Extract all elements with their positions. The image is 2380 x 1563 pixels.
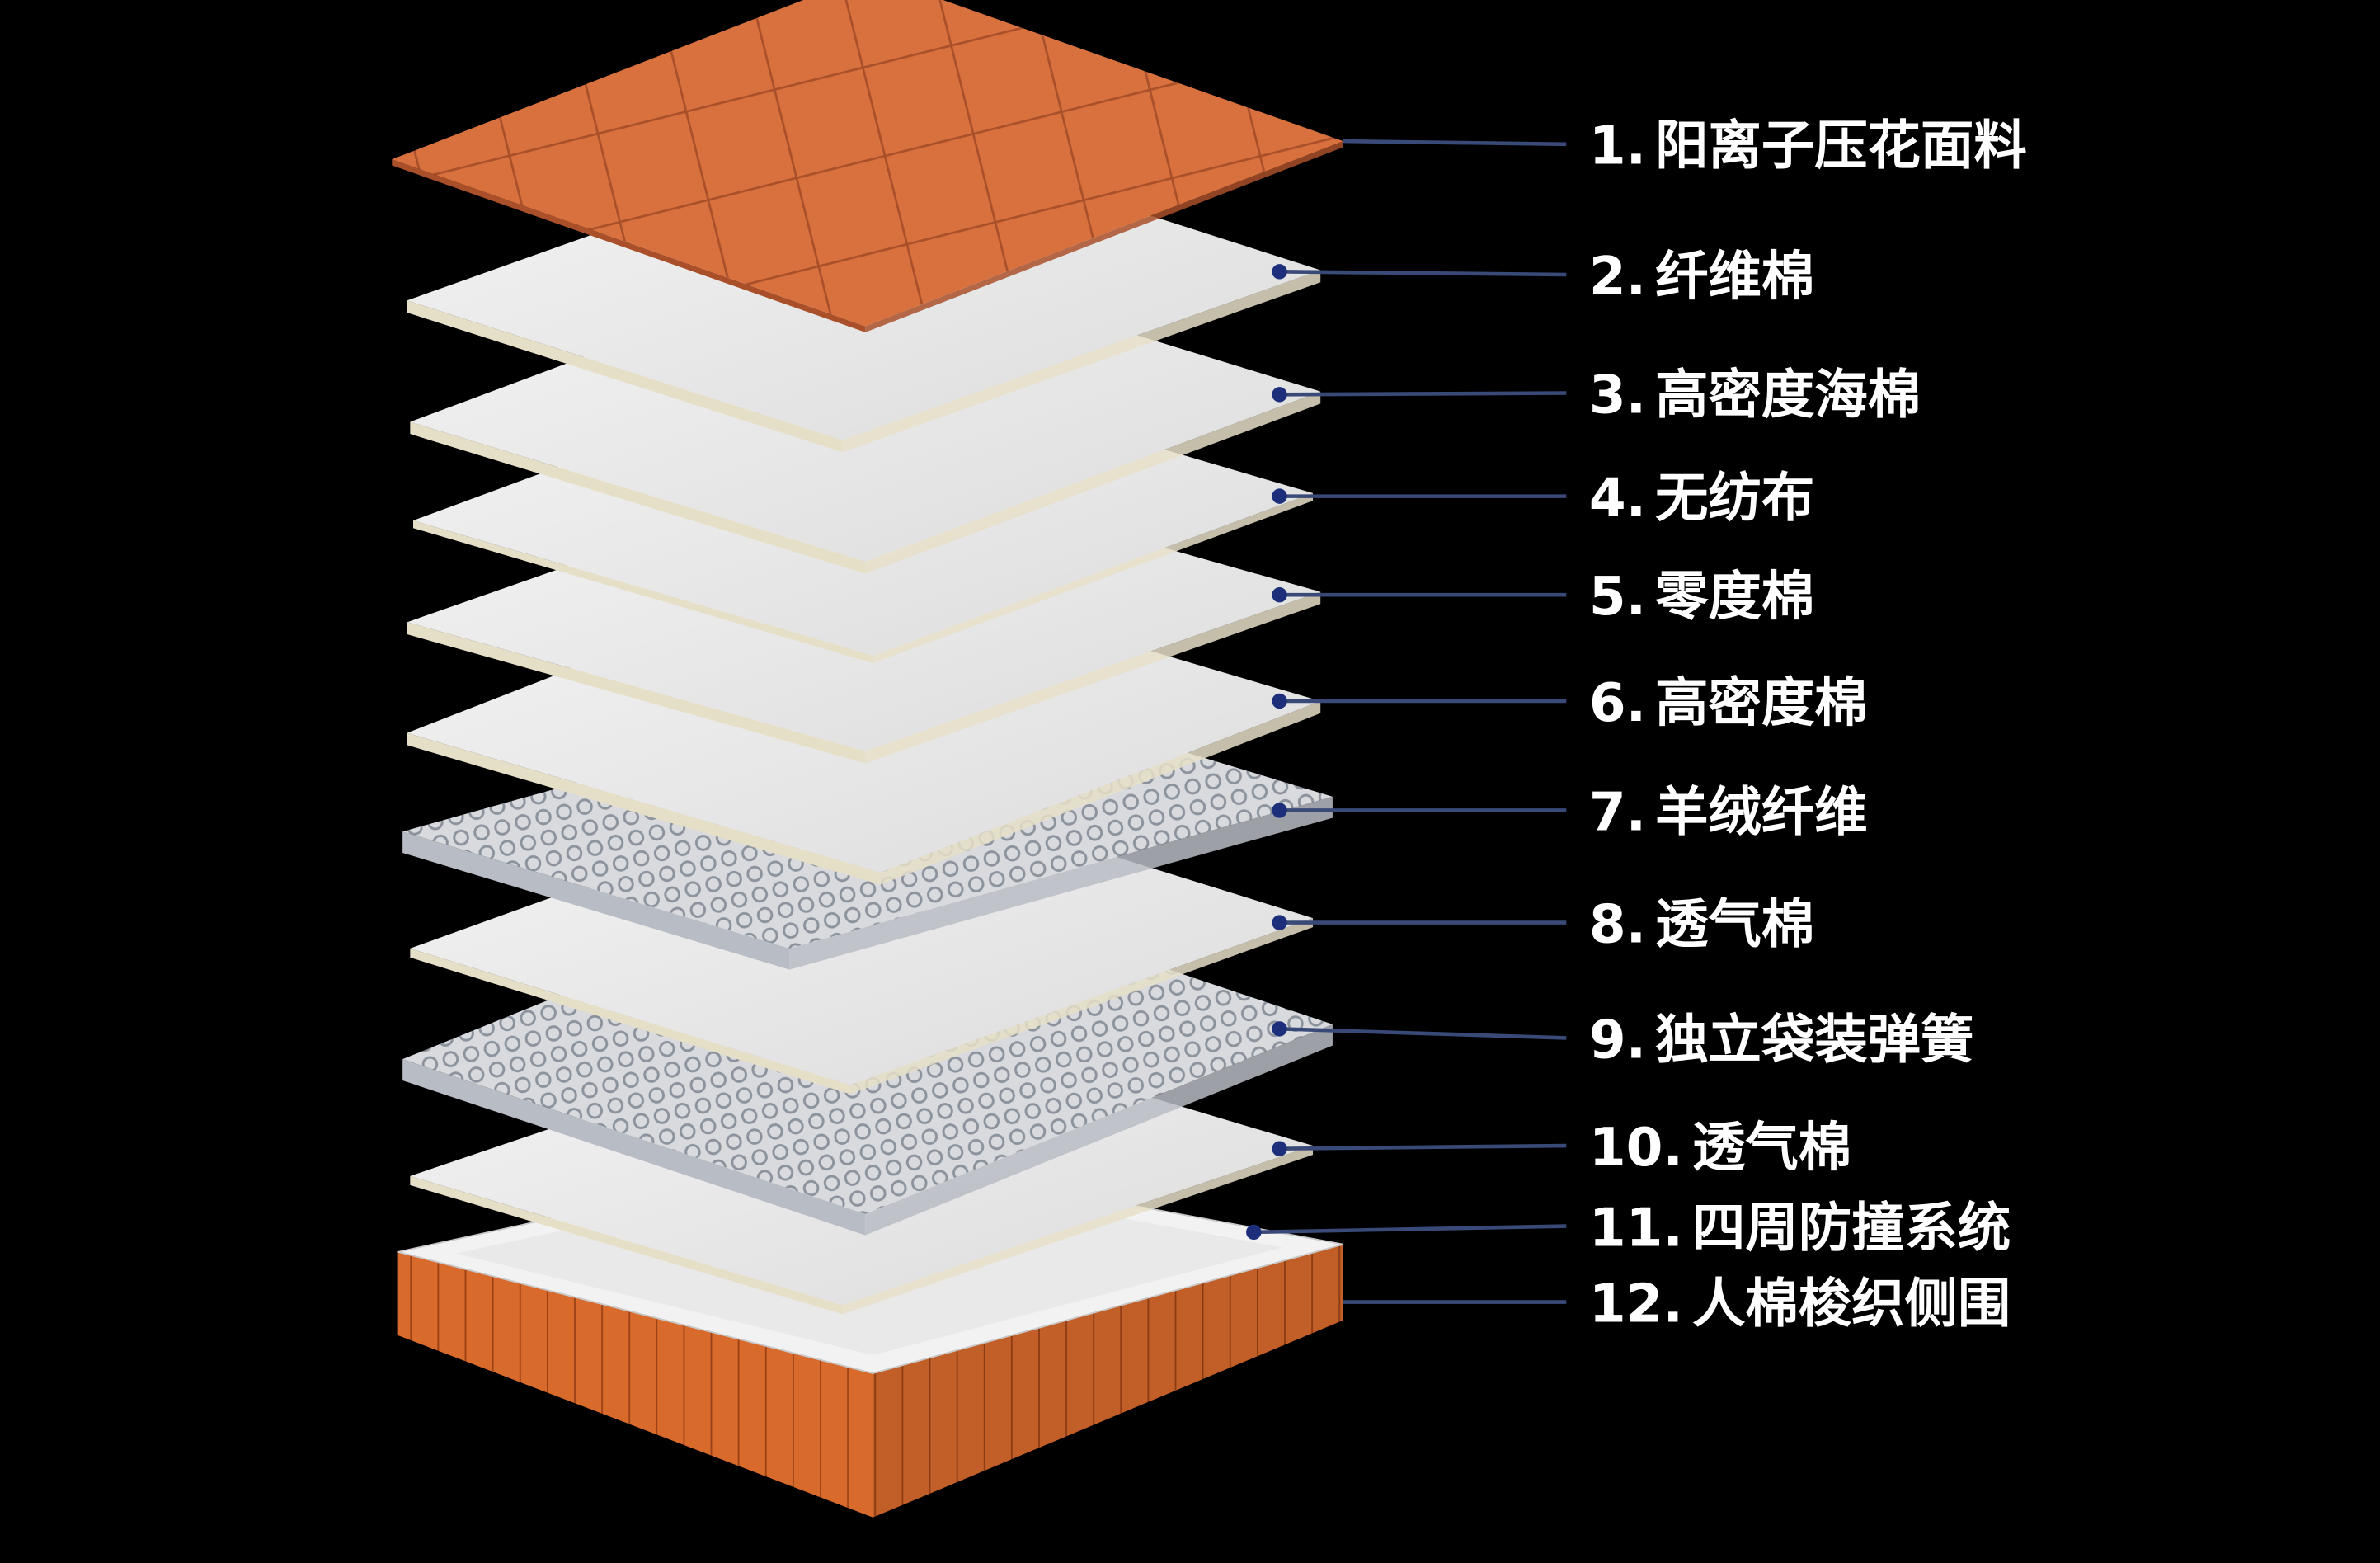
layer-12-base-side: [397, 1244, 1343, 1518]
layer-label: 5.零度棉: [1589, 566, 1814, 628]
leader-dot: [1246, 1224, 1262, 1241]
layer-name: 人棉梭织侧围: [1692, 1273, 2011, 1335]
leader-lines: [1246, 139, 1567, 1304]
layer-label: 8.透气棉: [1589, 894, 1814, 956]
leader-line: [1279, 1027, 1567, 1040]
layer-number: 6.: [1589, 672, 1646, 734]
layer-label: 1.阳离子压花面料: [1589, 115, 2027, 177]
layer-number: 7.: [1589, 781, 1646, 843]
layer-number: 5.: [1589, 566, 1646, 628]
layer-number: 1.: [1589, 115, 1646, 177]
leader-line: [1279, 391, 1567, 397]
layer-label: 9.独立袋装弹簧: [1589, 1009, 1974, 1071]
layer-name: 阳离子压花面料: [1655, 115, 2027, 177]
layer-label: 12.人棉梭织侧围: [1589, 1273, 2011, 1335]
layer-number: 11.: [1589, 1197, 1683, 1259]
layer-1-fabric: [392, 0, 1343, 332]
layer-name: 高密度棉: [1655, 672, 1867, 734]
layer-name: 无纺布: [1655, 468, 1814, 530]
leader-dot: [1272, 488, 1287, 504]
leader-dot: [1272, 915, 1287, 930]
layer-name: 独立袋装弹簧: [1655, 1009, 1973, 1071]
layer-number: 8.: [1589, 894, 1646, 956]
leader-line: [1279, 270, 1567, 277]
leader-line: [1279, 1143, 1567, 1151]
leader-dot: [1272, 1021, 1287, 1037]
layer-label: 6.高密度棉: [1589, 672, 1868, 734]
leader-dot: [1272, 1141, 1287, 1156]
layer-label: 2.纤维棉: [1589, 246, 1814, 308]
leader-dot: [1272, 587, 1287, 603]
layer-number: 2.: [1589, 246, 1646, 308]
layer-label: 7.羊绒纤维: [1589, 781, 1868, 843]
layer-name: 纤维棉: [1655, 246, 1814, 308]
layer-name: 羊绒纤维: [1655, 781, 1867, 843]
layer-label: 4.无纺布: [1589, 468, 1814, 530]
leader-line: [1253, 1224, 1567, 1235]
layer-number: 12.: [1589, 1273, 1683, 1335]
labels: 1.阳离子压花面料2.纤维棉3.高密度海棉4.无纺布5.零度棉6.高密度棉7.羊…: [1589, 115, 2027, 1335]
layer-name: 高密度海棉: [1655, 364, 1921, 426]
layer-number: 3.: [1589, 364, 1646, 426]
layer-name: 透气棉: [1692, 1117, 1851, 1179]
layer-number: 10.: [1589, 1117, 1683, 1179]
layer-name: 零度棉: [1655, 566, 1814, 628]
leader-dot: [1272, 693, 1287, 709]
layer-label: 10.透气棉: [1589, 1117, 1851, 1179]
layer-name: 四周防撞系统: [1692, 1197, 2011, 1259]
layers-group: [392, 0, 1344, 1518]
leader-dot: [1272, 264, 1287, 280]
layer-label: 3.高密度海棉: [1589, 364, 1921, 426]
leader-dot: [1272, 803, 1287, 818]
layer-number: 9.: [1589, 1009, 1646, 1071]
layer-name: 透气棉: [1655, 894, 1814, 956]
layer-number: 4.: [1589, 468, 1646, 530]
leader-dot: [1272, 387, 1287, 403]
layer-label: 11.四周防撞系统: [1589, 1197, 2011, 1259]
leader-line: [1343, 139, 1567, 147]
